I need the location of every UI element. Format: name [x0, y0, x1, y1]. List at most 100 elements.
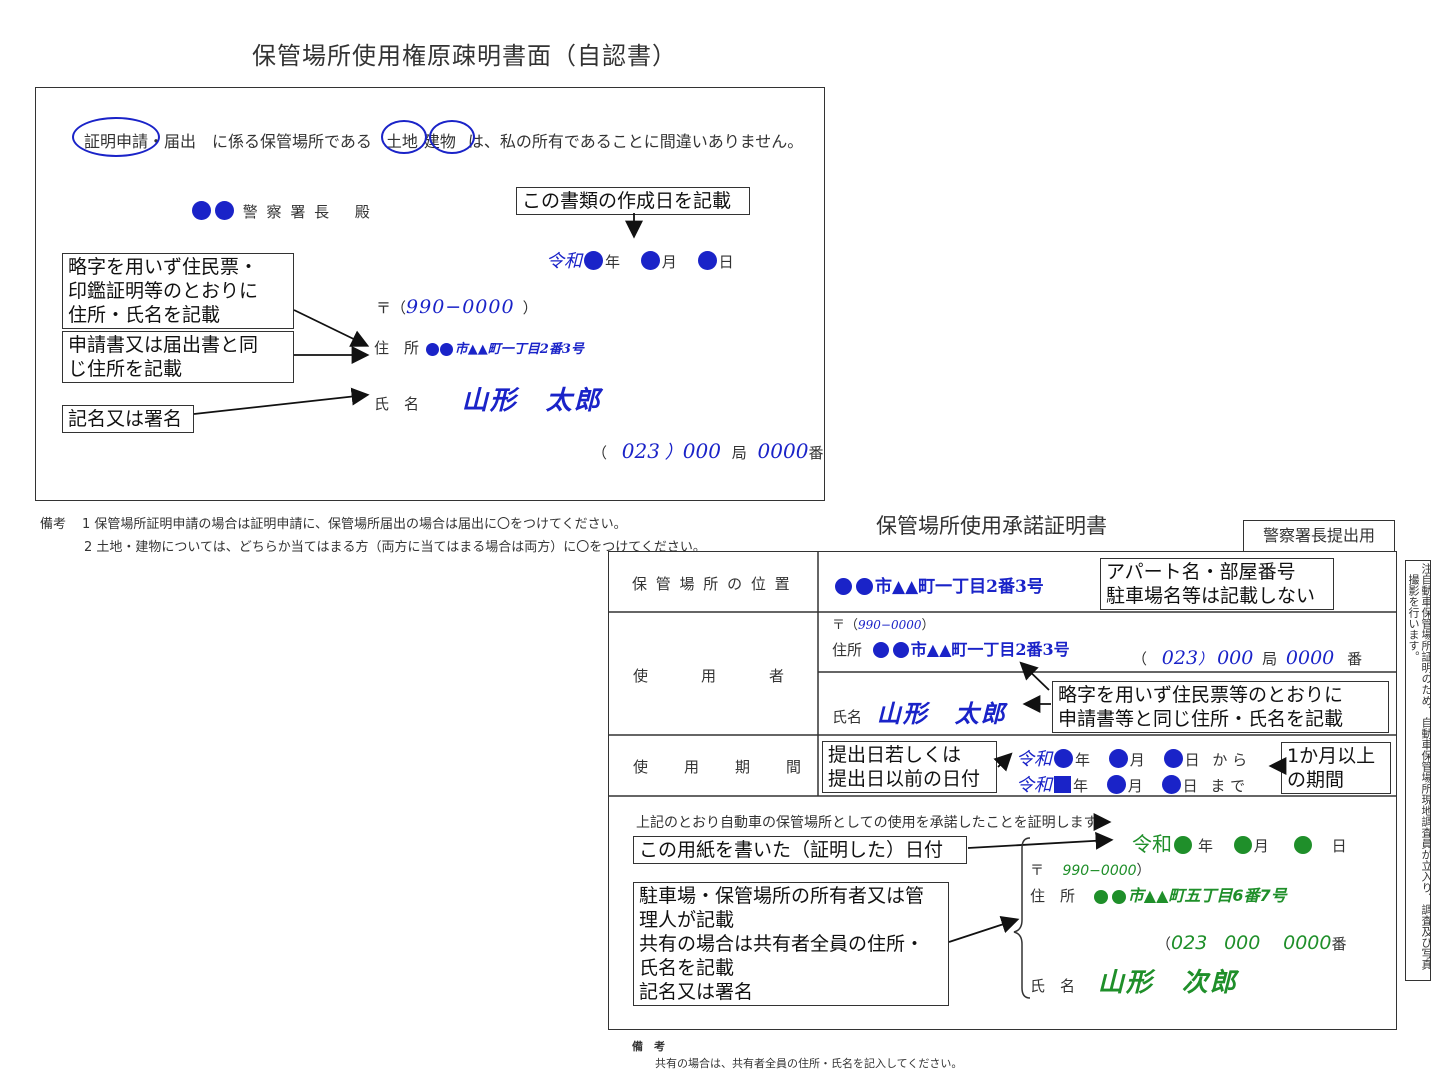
user-address-value: 市▲▲町一丁目2番3号: [910, 640, 1070, 659]
period-until-line: 令和年 月 日 ま で: [1016, 775, 1246, 796]
callout-owner: 駐車場・保管場所の所有者又は管 理人が記載 共有の場合は共有者全員の住所・ 氏名…: [633, 882, 949, 1006]
remark-2: 2 土地・建物については、どちらか当てはまる方（両方に当てはまる場合は両方）に〇…: [84, 540, 706, 555]
creation-date: 令和年 月 日: [546, 251, 734, 272]
placeholder-dot: [1163, 749, 1183, 768]
placeholder-dot: [640, 251, 660, 270]
user-postal-line: 〒（990−0000）: [832, 618, 935, 633]
police-chief: 警 察 署 長 殿: [242, 203, 372, 221]
top-remarks: 備考 1 保管場所証明申請の場合は証明申請に、保管場所届出の場合は届出に〇をつけて…: [40, 513, 627, 532]
circle-land: [381, 120, 427, 154]
period-from-line: 令和年 月 日 か ら: [1016, 749, 1248, 770]
owner-postal: 990−0000: [1062, 863, 1137, 879]
remark-1: 1 保管場所証明申請の場合は証明申請に、保管場所届出の場合は届出に〇をつけてくだ…: [82, 517, 627, 532]
submit-tag: 警察署長提出用: [1243, 520, 1395, 552]
user-name-line: 氏名 山形 太郎: [832, 694, 1007, 729]
placeholder-square: [1054, 776, 1071, 793]
callout-same-address: 申請書又は届出書と同 じ住所を記載: [62, 331, 294, 383]
placeholder-dot: [425, 343, 439, 356]
placeholder-dot: [1111, 890, 1126, 904]
user-phone-number: 0000: [1285, 647, 1335, 669]
phone-line: （ 023 ）000 局 0000番: [592, 439, 824, 463]
top-title: 保管場所使用権原疎明書面（自認書）: [252, 42, 677, 70]
period-era-from: 令和: [1016, 749, 1052, 770]
name-label: 氏 名: [374, 395, 420, 413]
phone-area: 023: [621, 439, 660, 463]
user-postal: 990−0000: [858, 618, 922, 632]
owner-phone-number: 0000: [1283, 932, 1332, 954]
placeholder-dot: [697, 251, 717, 270]
owner-address-label: 住 所: [1030, 887, 1076, 905]
placeholder-dot: [835, 578, 852, 595]
placeholder-dot: [1106, 775, 1126, 794]
certify-date: 令和年 月 日: [1132, 832, 1347, 856]
row-label-location: 保 管 場 所 の 位 置: [632, 575, 792, 593]
location-line: 市▲▲町一丁目2番3号: [833, 572, 1044, 597]
user-address-label: 住所: [832, 641, 863, 659]
bottom-remarks-label: 備 考: [632, 1040, 665, 1053]
callout-full-name: 略字を用いず住民票・ 印鑑証明等のとおりに 住所・氏名を記載: [62, 253, 294, 329]
side-note-head: 注: [1420, 563, 1431, 574]
row-label-user: 使 用 者: [633, 667, 787, 685]
owner-postal-line: 〒 990−0000）: [1030, 863, 1151, 879]
user-phone-area: 023: [1161, 647, 1199, 669]
user-phone-line: （ 023）000 局 0000 番: [1132, 647, 1363, 669]
owner-address-line: 住 所 市▲▲町五丁目6番7号: [1030, 882, 1287, 906]
user-name-value: 山形 太郎: [876, 699, 1007, 728]
side-note: 注 自動車保管場所証明のため、自動車保管場所現地調査員が立入り、調査及び写真撮影…: [1405, 560, 1431, 981]
callout-sign: 記名又は署名: [62, 405, 194, 433]
circle-certificate: [72, 117, 160, 157]
address-value: 市▲▲町一丁目2番3号: [454, 342, 584, 357]
placeholder-dot: [215, 201, 234, 220]
callout-creation-date: この書類の作成日を記載: [516, 187, 750, 215]
owner-phone-area: 023: [1171, 932, 1208, 954]
placeholder-dot: [1293, 836, 1312, 854]
callout-cert-date: この用紙を書いた（証明した）日付: [633, 836, 967, 864]
placeholder-dot: [892, 642, 909, 658]
placeholder-dot: [1233, 836, 1252, 854]
placeholder-dot: [1174, 836, 1192, 854]
user-name-label: 氏名: [832, 708, 863, 726]
placeholder-dot: [856, 578, 873, 595]
owner-phone-line: （023 000 0000番: [1156, 932, 1347, 954]
circle-building: [429, 120, 475, 154]
owner-name-label: 氏 名: [1030, 977, 1076, 995]
placeholder-dot: [1108, 749, 1128, 768]
callout-apartment: アパート名・部屋番号 駐車場名等は記載しない: [1100, 558, 1334, 610]
period-era-until: 令和: [1016, 775, 1052, 796]
user-phone-local: 000: [1217, 647, 1254, 669]
owner-address-value: 市▲▲町五丁目6番7号: [1127, 886, 1287, 905]
callout-user-name: 略字を用いず住民票等のとおりに 申請書等と同じ住所・氏名を記載: [1052, 681, 1389, 733]
postal-line: 〒（990−0000）: [376, 296, 538, 318]
bottom-remark: 共有の場合は、共有者全員の住所・氏名を記入してください。: [655, 1057, 963, 1070]
side-note-body: 自動車保管場所証明のため、自動車保管場所現地調査員が立入り、調査及び写真撮影を行…: [1407, 574, 1431, 970]
placeholder-dot: [872, 642, 889, 658]
address-label: 住 所: [374, 339, 420, 357]
remarks-label: 備考: [40, 517, 67, 532]
location-value: 市▲▲町一丁目2番3号: [875, 577, 1044, 597]
callout-period-start: 提出日若しくは 提出日以前の日付: [822, 741, 997, 793]
date-era: 令和: [546, 251, 582, 272]
callout-period-length: 1か月以上 の期間: [1281, 742, 1391, 794]
owner-name-line: 氏 名 山形 次郎: [1030, 962, 1238, 999]
owner-name-value: 山形 次郎: [1097, 968, 1238, 998]
phone-number: 0000: [757, 439, 809, 463]
statement-sep: ・届出 に係る保管場所である: [148, 132, 372, 151]
placeholder-dot: [1093, 890, 1108, 904]
certify-era: 令和: [1132, 832, 1172, 856]
police-chief-line: 警 察 署 長 殿: [190, 201, 372, 222]
postal-value: 990−0000: [406, 296, 515, 318]
name-line: 氏 名 山形 太郎: [374, 380, 602, 417]
user-address-line: 住所 市▲▲町一丁目2番3号: [832, 636, 1070, 660]
owner-phone-local: 000: [1224, 932, 1261, 954]
placeholder-dot: [584, 251, 603, 270]
certify-text: 上記のとおり自動車の保管場所としての使用を承諾したことを証明します。: [636, 815, 1111, 831]
statement-tail: は、私の所有であることに間違いありません。: [467, 132, 804, 151]
placeholder-dot: [192, 201, 211, 220]
row-label-period: 使 用 期 間: [633, 758, 804, 776]
name-value: 山形 太郎: [461, 386, 602, 416]
placeholder-dot: [1161, 775, 1181, 794]
placeholder-dot: [439, 343, 453, 356]
bottom-title: 保管場所使用承諾証明書: [876, 514, 1107, 538]
phone-local: 000: [682, 439, 721, 463]
placeholder-dot: [1054, 749, 1073, 768]
